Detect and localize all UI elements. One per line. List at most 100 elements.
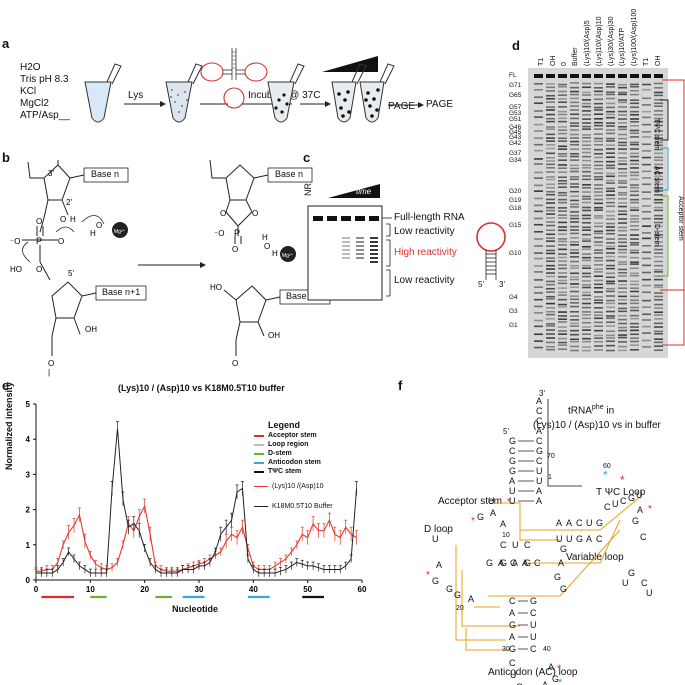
gel-band bbox=[606, 144, 615, 147]
gel-band bbox=[594, 143, 603, 146]
gel-band bbox=[642, 251, 651, 254]
nucleotide: A bbox=[548, 662, 554, 672]
gel-band bbox=[618, 191, 627, 194]
gel-band bbox=[570, 186, 579, 188]
gel-band bbox=[570, 109, 579, 111]
gel-band bbox=[558, 233, 567, 235]
gel-band bbox=[582, 240, 591, 242]
gel-band bbox=[582, 122, 591, 124]
gel-band bbox=[534, 319, 543, 322]
panel-label-c: c bbox=[303, 150, 311, 165]
gel-band bbox=[630, 194, 639, 197]
nucleotide: A bbox=[468, 594, 474, 604]
nucleotide: G bbox=[509, 456, 516, 466]
gel-band bbox=[546, 345, 555, 348]
nucleotide: G bbox=[554, 572, 561, 582]
gel-band bbox=[654, 338, 663, 340]
gel-band bbox=[594, 295, 603, 298]
gel-band bbox=[558, 182, 567, 185]
gel-band bbox=[654, 349, 663, 352]
gel-band bbox=[630, 333, 639, 336]
gel-band bbox=[558, 198, 567, 201]
gel-band bbox=[534, 230, 543, 233]
gel-band bbox=[546, 221, 555, 223]
nucleotide: A bbox=[566, 518, 572, 528]
gel-band bbox=[570, 264, 579, 267]
gel-band bbox=[606, 106, 615, 109]
gel-band bbox=[606, 315, 615, 317]
gel-band bbox=[630, 220, 639, 223]
gel-band bbox=[582, 148, 591, 150]
gel-band bbox=[546, 86, 555, 89]
gel-band bbox=[606, 190, 615, 192]
gel-band bbox=[594, 236, 603, 239]
gel-band bbox=[534, 257, 543, 260]
gel-band bbox=[654, 144, 663, 147]
trna-subtitle: (Lys)10 / (Asp)10 vs in buffer bbox=[533, 420, 661, 431]
nucleotide: U bbox=[622, 578, 629, 588]
gel-band bbox=[654, 159, 663, 162]
gel-band bbox=[594, 345, 603, 347]
gel-band bbox=[546, 90, 555, 92]
tertiary-interaction-line bbox=[461, 570, 520, 627]
gel-band bbox=[606, 306, 615, 309]
gel-band bbox=[642, 104, 651, 106]
gel-band bbox=[630, 290, 639, 293]
gel-band bbox=[618, 148, 627, 150]
gel-band bbox=[534, 184, 543, 187]
y-tick-label: 0 bbox=[26, 576, 31, 585]
gel-band bbox=[558, 303, 567, 306]
gel-band bbox=[582, 284, 591, 286]
gel-band bbox=[618, 263, 627, 266]
gel-band bbox=[654, 163, 663, 166]
gel-band bbox=[606, 340, 615, 343]
gel-band bbox=[654, 183, 663, 186]
gel-band bbox=[582, 128, 591, 130]
gel-band bbox=[630, 93, 639, 96]
gel-band bbox=[618, 114, 627, 116]
three-prime: 3' bbox=[539, 389, 545, 398]
base-n-label: Base n bbox=[91, 169, 120, 179]
gel-band bbox=[642, 237, 651, 240]
time-ramp-triangle bbox=[322, 56, 378, 72]
gel-band bbox=[582, 298, 591, 300]
gel-band bbox=[618, 222, 627, 224]
tube-icon-5 bbox=[359, 63, 395, 123]
gel-band-label: G3 bbox=[509, 308, 518, 315]
gel-band bbox=[606, 349, 615, 352]
nucleotide: G bbox=[560, 544, 567, 554]
gel-band bbox=[618, 168, 627, 170]
position-number: 60 bbox=[603, 463, 611, 470]
gel-band bbox=[546, 252, 555, 255]
reactivity-star: * bbox=[471, 516, 475, 527]
gel-band bbox=[594, 307, 603, 309]
gel-band bbox=[618, 218, 627, 220]
gel-band bbox=[570, 203, 579, 206]
series-line bbox=[36, 504, 357, 572]
nucleotide: G bbox=[628, 568, 635, 578]
gel-band bbox=[570, 155, 579, 158]
gel-band bbox=[606, 247, 615, 250]
gel-band bbox=[546, 117, 555, 120]
gel-band bbox=[642, 264, 651, 267]
gel-band bbox=[606, 102, 615, 105]
reactivity-star: * bbox=[513, 672, 517, 682]
gel-band bbox=[606, 179, 615, 182]
gel-band bbox=[606, 167, 615, 169]
gel-band bbox=[606, 125, 615, 127]
gel-band bbox=[594, 137, 603, 140]
gel-band bbox=[594, 291, 603, 293]
nucleotide: G bbox=[530, 596, 537, 606]
nucleotide: A bbox=[536, 496, 542, 506]
reagent-kcl: KCl bbox=[20, 86, 37, 97]
legend-swatch bbox=[254, 461, 264, 464]
tertiary-interaction-line bbox=[488, 529, 621, 597]
gel-band bbox=[582, 346, 591, 348]
gel-band bbox=[654, 278, 663, 281]
gel-band bbox=[630, 152, 639, 155]
nucleotide: G bbox=[628, 493, 635, 503]
gel-fulllength-band bbox=[654, 74, 663, 78]
svg-text:HO: HO bbox=[210, 283, 222, 292]
gel-band bbox=[618, 329, 627, 332]
x-tick-label: 0 bbox=[34, 585, 39, 594]
